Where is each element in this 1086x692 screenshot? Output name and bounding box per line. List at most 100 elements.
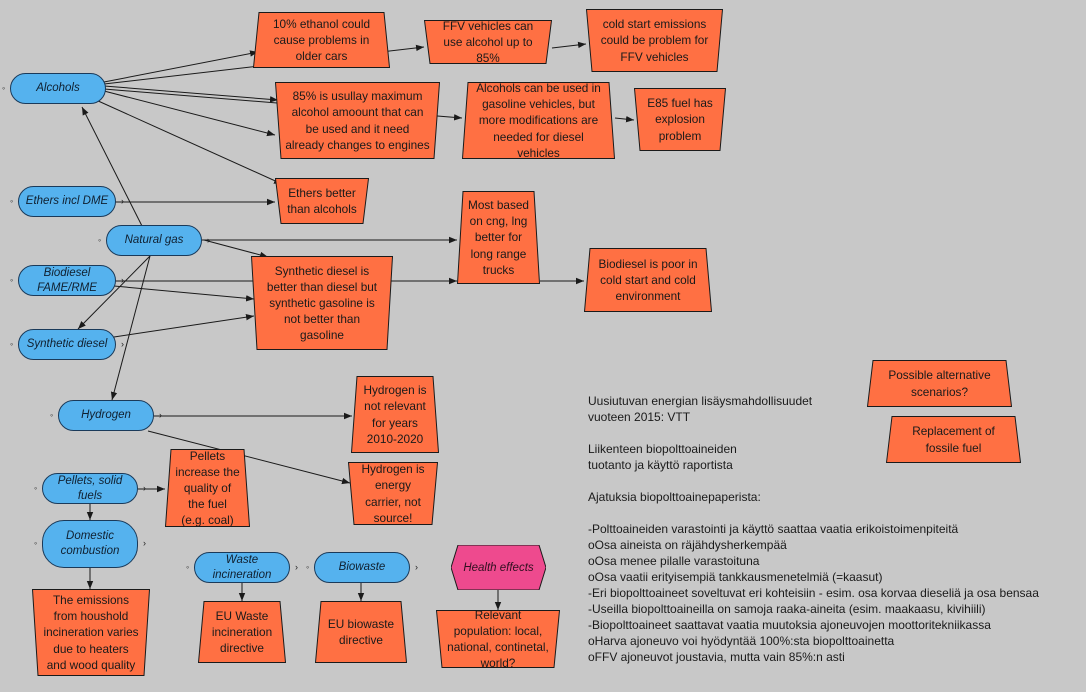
statement-shape	[275, 178, 369, 224]
eu-waste-node[interactable]: EU Waste incineration directive	[198, 601, 286, 663]
hydrogen-carrier-text: Hydrogen is energy carrier, not source!	[361, 462, 425, 525]
ffv-85-text: FFV vehicles can use alcohol up to 85%	[442, 18, 534, 66]
household-emissions-text: The emissions from houshold incineration…	[43, 593, 139, 672]
hydrogen-not-relevant-text: Hydrogen is not relevant for years 2010-…	[363, 383, 427, 446]
statement-shape	[315, 601, 407, 663]
household-emissions-node[interactable]: The emissions from houshold incineration…	[32, 589, 150, 676]
e85-explosion-text: E85 fuel has explosion problem	[647, 96, 713, 143]
hydrogen-carrier-node[interactable]: Hydrogen is energy carrier, not source!	[348, 462, 438, 525]
statement-shape	[275, 82, 440, 159]
edge-arrow	[95, 99, 283, 185]
statement-shape	[867, 360, 1012, 407]
domestic-combustion-node[interactable]: ◦Domestic combustion›	[34, 520, 146, 568]
health-effects-shape	[451, 545, 546, 590]
pellets-quality-node[interactable]: Pellets increase the quality of the fuel…	[165, 449, 250, 527]
synthetic-better-text: Synthetic diesel is better than diesel b…	[266, 263, 378, 343]
edge-arrow	[103, 90, 276, 137]
note-line: Uusiutuvan energian lisäysmahdollisuudet	[588, 394, 813, 408]
note-line: -Eri biopolttoaineet soveltuvat eri koht…	[588, 586, 1039, 600]
waste-incineration-label: Waste incineration	[212, 553, 272, 581]
ethers-node[interactable]: ◦Ethers incl DME›	[10, 186, 124, 217]
ethers-better-text: Ethers better than alcohols	[287, 185, 357, 216]
cold-start-text: cold start emissions could be problem fo…	[600, 17, 709, 64]
alcohols-node[interactable]: ◦Alcohols	[2, 73, 106, 104]
biodiesel-label: Biodiesel FAME/RME	[37, 266, 97, 294]
edge-arrow	[81, 106, 143, 227]
eu-waste-text: EU Waste incineration directive	[211, 608, 273, 656]
synthetic-diesel-label: Synthetic diesel	[26, 338, 108, 351]
hydrogen-not-relevant-node[interactable]: Hydrogen is not relevant for years 2010-…	[351, 376, 439, 453]
statement-shape	[253, 12, 390, 68]
pellets-quality-text: Pellets increase the quality of the fuel…	[175, 448, 240, 528]
biowaste-node[interactable]: ◦Biowaste›	[306, 552, 418, 583]
synthetic-better-node[interactable]: Synthetic diesel is better than diesel b…	[251, 256, 393, 350]
note-line: Ajatuksia biopolttoainepaperista:	[588, 490, 761, 504]
biodiesel-poor-text: Biodiesel is poor in cold start and cold…	[598, 256, 698, 304]
pellets-label: Pellets, solid fuels	[57, 474, 123, 502]
edge-arrow	[614, 115, 635, 123]
note-line	[588, 473, 1078, 489]
statement-shape	[198, 601, 286, 663]
e85-explosion-node[interactable]: E85 fuel has explosion problem	[634, 88, 726, 151]
edge-arrow	[110, 255, 151, 401]
note-line: vuoteen 2015: VTT	[588, 410, 691, 424]
health-effects-label: Health effects	[463, 561, 534, 574]
statement-shape	[584, 248, 712, 312]
ethanol-problems-node[interactable]: 10% ethanol could cause problems in olde…	[253, 12, 390, 68]
note-line: Liikenteen biopolttoaineiden	[588, 442, 737, 456]
cold-start-node[interactable]: cold start emissions could be problem fo…	[586, 9, 723, 72]
replacement-node[interactable]: Replacement of fossile fuel	[886, 416, 1021, 463]
edge-arrow	[103, 85, 279, 103]
cng-lng-node[interactable]: Most based on cng, lng better for long r…	[457, 191, 540, 284]
eu-biowaste-text: EU biowaste directive	[327, 616, 395, 647]
gasoline-vehicles-node[interactable]: Alcohols can be used in gasoline vehicle…	[462, 81, 615, 160]
gasoline-vehicles-text: Alcohols can be used in gasoline vehicle…	[476, 81, 601, 160]
max-85-node[interactable]: 85% is usullay maximum alcohol amoount t…	[275, 82, 440, 159]
cng-lng-text: Most based on cng, lng better for long r…	[468, 198, 529, 277]
relevant-population-text: Relevant population: local, national, co…	[447, 607, 549, 671]
edge-arrow	[113, 285, 255, 302]
statement-shape	[348, 462, 438, 525]
ethers-better-node[interactable]: Ethers better than alcohols	[275, 178, 369, 224]
statement-shape	[251, 256, 393, 350]
hydrogen-node[interactable]: ◦Hydrogen›	[50, 400, 162, 431]
statement-shape	[586, 9, 723, 72]
note-line: tuotanto ja käyttö raportista	[588, 458, 733, 472]
relevant-population-node[interactable]: Relevant population: local, national, co…	[436, 607, 560, 671]
statement-shape	[457, 191, 540, 284]
edge-arrow	[103, 50, 259, 83]
note-line: oOsa aineista on räjähdysherkempää	[588, 538, 787, 552]
note-line: -Biopolttoaineet saattavat vaatia muutok…	[588, 618, 991, 632]
natural-gas-label: Natural gas	[124, 234, 184, 247]
statement-shape	[32, 589, 150, 676]
edge-arrow	[147, 430, 351, 485]
note-line: oOsa menee pilalle varastoituna	[588, 554, 760, 568]
replacement-text: Replacement of fossile fuel	[912, 424, 995, 455]
statement-shape	[351, 376, 439, 453]
biodiesel-poor-node[interactable]: Biodiesel is poor in cold start and cold…	[584, 248, 712, 312]
statement-shape	[634, 88, 726, 151]
ffv-85-node[interactable]: FFV vehicles can use alcohol up to 85%	[424, 18, 552, 66]
alt-scenarios-node[interactable]: Possible alternative scenarios?	[867, 360, 1012, 407]
edge-arrow	[203, 239, 269, 259]
note-line	[588, 505, 1078, 521]
ethanol-problems-text: 10% ethanol could cause problems in olde…	[272, 16, 371, 64]
pellets-node[interactable]: ◦Pellets, solid fuels›	[34, 473, 146, 504]
edge-arrow	[551, 41, 587, 49]
statement-shape	[424, 20, 552, 64]
synthetic-diesel-node[interactable]: ◦Synthetic diesel›	[10, 329, 124, 360]
statement-shape	[462, 82, 615, 159]
statement-shape	[886, 416, 1021, 463]
biodiesel-node[interactable]: ◦Biodiesel FAME/RME›	[10, 265, 124, 296]
edge-arrow	[77, 255, 151, 330]
note-line: oFFV ajoneuvot joustavia, mutta vain 85%…	[588, 650, 845, 664]
eu-biowaste-node[interactable]: EU biowaste directive	[315, 601, 407, 663]
waste-incineration-node[interactable]: ◦Waste incineration›	[186, 552, 298, 583]
note-line: -Useilla biopolttoaineilla on samoja raa…	[588, 602, 986, 616]
statement-shape	[165, 449, 250, 527]
statement-shape	[436, 610, 560, 668]
natural-gas-node[interactable]: ◦Natural gas›	[98, 225, 210, 256]
health-effects-node[interactable]: Health effects	[451, 545, 546, 590]
alcohols-label: Alcohols	[36, 82, 80, 95]
